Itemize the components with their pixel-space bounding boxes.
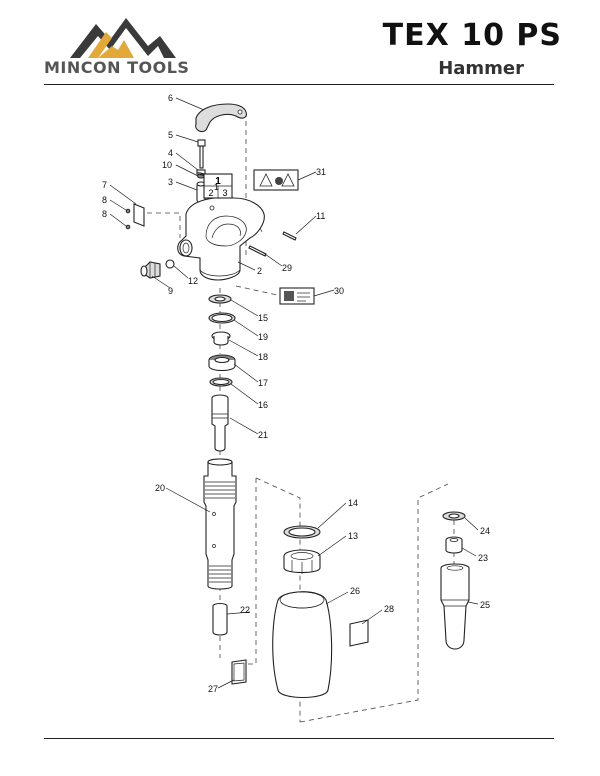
small-o-ring-part [209,377,233,387]
callout-15: 15 [258,313,268,323]
callout-8b: 8 [102,209,107,219]
valve-seat-part [208,354,236,372]
callout-30: 30 [334,286,344,296]
assembly-dash-lines [138,112,455,723]
header-rule [44,84,554,85]
brand-name: MINCON TOOLS [44,58,190,77]
plate-part [133,203,145,227]
callout-22: 22 [240,605,250,615]
callout-31: 31 [316,167,326,177]
callout-11: 11 [316,211,325,221]
spacer-bush-part [445,536,463,554]
callout-19: 19 [258,332,268,342]
inlet-fitting-part [140,261,161,279]
decal-cell-1: 1 [215,176,221,187]
piston-part [211,394,229,452]
callout-labels: 1 2 3 4 5 6 7 8 8 9 10 11 12 13 14 15 16… [102,93,490,694]
callout-25: 25 [480,600,490,610]
small-decal-part [231,659,247,685]
callout-26: 26 [350,586,360,596]
callout-21: 21 [258,430,268,440]
retainer-nut-part [283,549,321,574]
callout-13: 13 [348,531,358,541]
large-o-ring-part [283,525,321,539]
callout-28: 28 [384,604,394,614]
callout-1: 1 [214,182,219,192]
model-title: TEX 10 PS [382,18,562,53]
boot-decal-part [349,619,369,647]
housing-part [177,196,265,281]
decal-cell-2: 2 [208,188,213,198]
callout-5: 5 [168,130,173,140]
footer-rule [44,738,554,739]
model-subtitle: Hammer [438,58,524,79]
callout-3: 3 [168,177,173,187]
ball-part [165,259,175,269]
label-plate-part [279,287,315,305]
callout-24: 24 [480,526,490,536]
o-ring-part [208,312,236,324]
bushing-part [212,602,228,636]
callout-2: 2 [257,266,262,276]
warning-decal-part [253,169,299,191]
callout-12: 12 [188,276,198,286]
small-screw-part-a [125,208,131,214]
mincon-mountain-logo [70,18,176,58]
callout-10: 10 [162,160,172,170]
retainer-washer-part [442,511,466,521]
cylinder-part [203,458,237,590]
callout-18: 18 [258,352,268,362]
callout-20: 20 [155,483,165,493]
callout-16: 16 [258,400,268,410]
handle-grip-part [195,103,247,133]
chuck-sleeve-part [440,563,470,650]
callout-7: 7 [102,180,107,190]
decal-cell-3: 3 [222,188,227,198]
callout-8a: 8 [102,195,107,205]
small-screw-part-b [125,224,131,230]
leader-lines [109,97,479,689]
callout-17: 17 [258,378,268,388]
callout-29: 29 [282,263,292,273]
callout-23: 23 [478,553,488,563]
callout-14: 14 [348,498,358,508]
valve-part [211,331,231,346]
washer-part [208,294,232,304]
screw-part [197,139,206,169]
callout-27: 27 [208,684,218,694]
muffler-boot-part [272,591,333,698]
long-pin-part [248,245,267,257]
callout-6: 6 [168,93,173,103]
decal-1-2-3: 1 2 3 [203,173,233,199]
callout-4: 4 [168,148,173,158]
roll-pin-part [282,231,297,241]
callout-9: 9 [168,286,173,296]
